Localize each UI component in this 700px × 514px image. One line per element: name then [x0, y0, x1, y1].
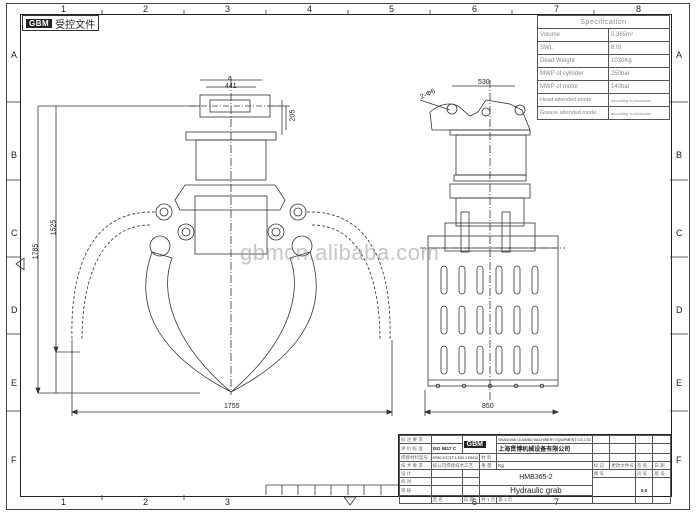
gbm-logo: GBM [26, 18, 53, 28]
specification-title: Specification [537, 15, 670, 29]
column-marker: 2 [143, 4, 149, 14]
row-marker: D [11, 305, 18, 315]
row-marker: B [11, 150, 18, 160]
weight-value: Kg [496, 461, 593, 470]
row-marker: F [676, 455, 682, 465]
dimension-mount-height: 205 [289, 109, 297, 122]
company-name-en: SHANGHAI GUANBO MACHINERY EQUIPMENT CO.,… [496, 435, 593, 444]
dimension-a: a [228, 75, 232, 82]
drawing-title: Hydraulic grab [479, 485, 593, 496]
company-name-cn: 上海贯博机械设备有限公司 [496, 443, 593, 454]
dimension-height-inner: 1525 [50, 219, 58, 236]
controlled-doc-label: 受控文件 [55, 19, 96, 31]
row-marker: D [676, 305, 683, 315]
dimension-pin-spacing: 530 [478, 79, 490, 86]
title-block: 标 注 要 求 GBM SHANGHAI GUANBO MACHINERY EQ… [398, 434, 672, 504]
column-marker: 6 [472, 4, 478, 14]
row-marker: A [676, 50, 683, 60]
watermark: gbmcn.alibaba.com [240, 240, 440, 265]
dimension-side-width: 850 [482, 403, 494, 410]
row-marker: E [676, 378, 683, 388]
row-marker: C [676, 228, 683, 238]
column-marker: 1 [61, 4, 67, 14]
row-marker: A [11, 50, 18, 60]
gbm-logo: GBM [463, 441, 487, 448]
row-marker: F [11, 455, 17, 465]
column-marker: 4 [307, 4, 313, 14]
drawing-inner-border [20, 14, 672, 497]
row-marker: C [11, 228, 18, 238]
dimension-open-width: 1755 [224, 403, 240, 410]
column-marker: 7 [554, 4, 560, 14]
column-marker: 3 [225, 4, 231, 14]
dimension-height-total: 1785 [32, 243, 40, 260]
column-marker: 1 [61, 497, 67, 507]
column-marker: 5 [389, 4, 395, 14]
column-marker: 8 [636, 4, 642, 14]
drawing-outer-border [6, 3, 690, 510]
row-marker: E [11, 378, 18, 388]
version-value: 0.0 [634, 477, 654, 504]
model-number: HMB365-2 [479, 469, 593, 486]
dimension-top-width: 441 [225, 83, 237, 90]
controlled-document-stamp: GBM 受控文件 [22, 15, 100, 31]
column-marker: 3 [225, 497, 231, 507]
column-marker: 2 [143, 497, 149, 507]
row-marker: B [676, 150, 683, 160]
